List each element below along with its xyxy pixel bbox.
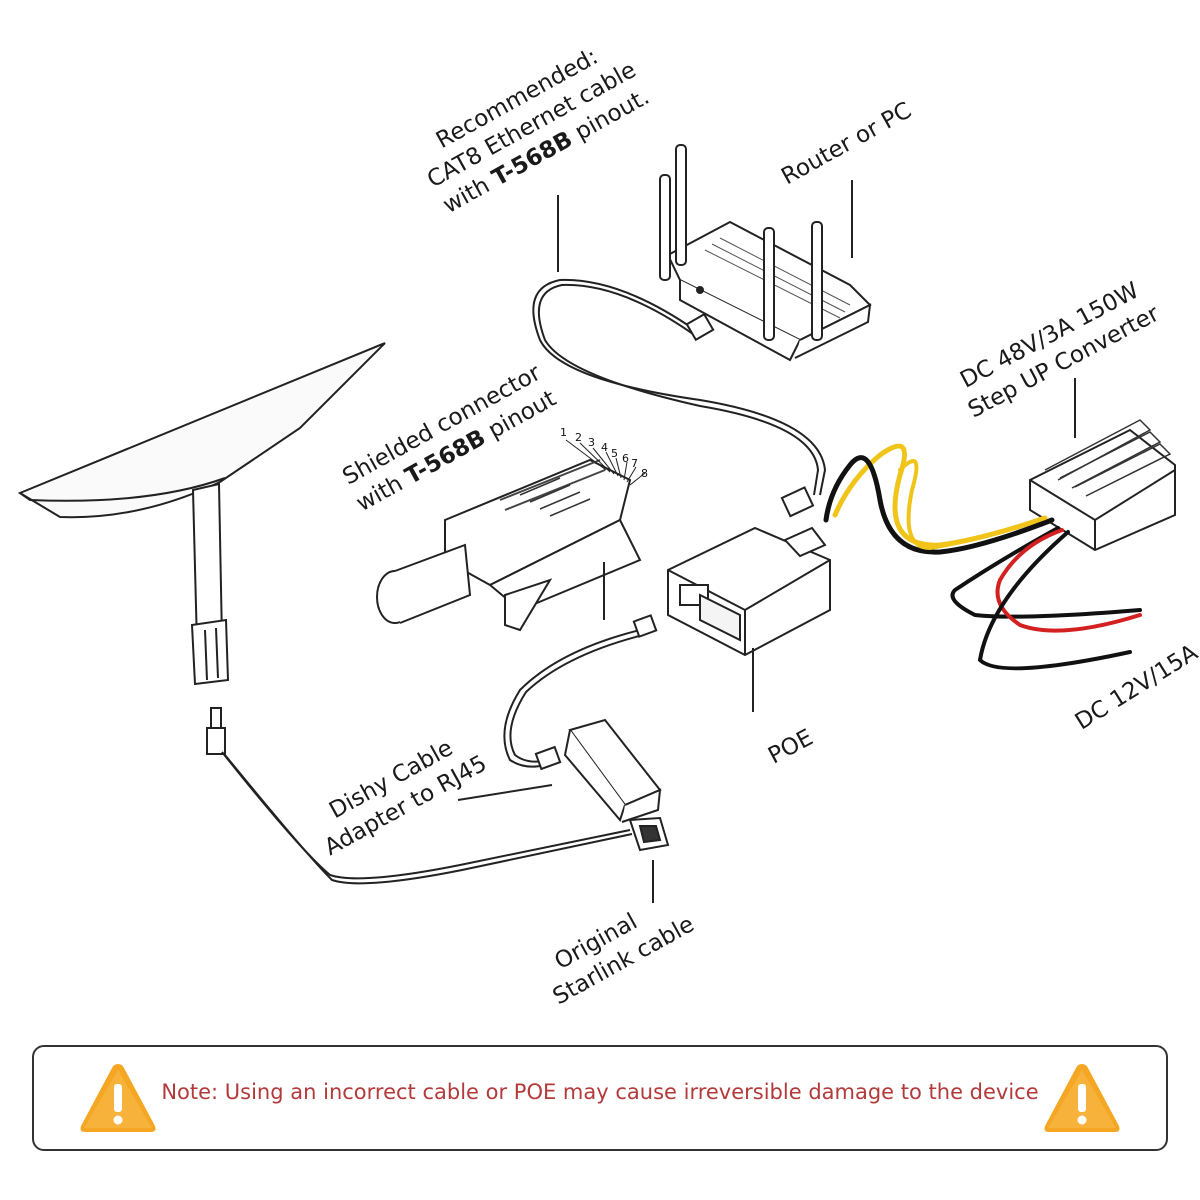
poe-label: POE [764,725,817,770]
original-starlink-cable [206,707,670,885]
pin-numbers: 1 2 3 4 5 6 7 8 [560,426,648,480]
recommended-cable-label: Recommended: CAT8 Ethernet cable with T-… [423,44,654,219]
pin-number: 3 [588,436,595,449]
dc-input-label: DC 12V/15A [1071,640,1200,736]
warning-icon [1044,1064,1120,1132]
rj45-patch-cable [503,614,658,771]
converter-label: DC 48V/3A 150W Step UP Converter [956,278,1164,424]
dishy-adapter-label: Dishy Cable Adapter to RJ45 [320,735,491,861]
step-up-converter [1029,419,1176,552]
pin-number: 8 [641,467,648,480]
cat8-ethernet-cable [532,278,827,518]
dishy-cable-adapter [563,718,662,823]
pin-number: 6 [622,452,629,465]
original-cable-label: Original Starlink cable [549,909,699,1011]
note-box [32,1045,1168,1151]
warning-note-text: Note: Using an incorrect cable or POE ma… [161,1080,1039,1104]
converter-output-wires [823,443,1055,555]
pin-number: 4 [601,441,608,454]
router-icon [659,144,872,362]
leader-lines [457,180,1076,903]
converter-input-wires [950,526,1142,671]
starlink-dish [17,342,386,686]
warning-icon [80,1064,156,1132]
pin-number: 2 [575,431,582,444]
router-label: Router or PC [777,98,916,191]
pin-number: 5 [611,447,618,460]
pin-number: 1 [560,426,567,439]
shielded-rj45-connector [376,439,646,632]
pin-number: 7 [631,457,638,470]
poe-injector [667,526,831,657]
